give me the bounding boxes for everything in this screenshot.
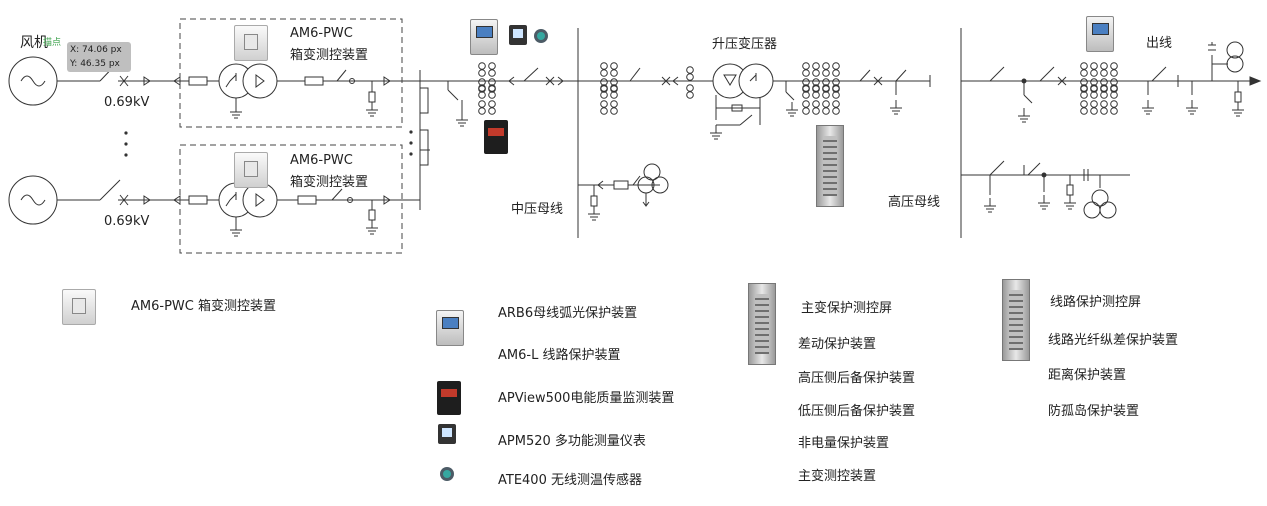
legend-am6l-label: AM6-L 线路保护装置 [498, 348, 621, 363]
legend-apview-icon [437, 381, 461, 415]
legend-am6pwc-icon [62, 289, 96, 325]
legend-line-screen-icon [1002, 279, 1030, 361]
legend-am6pwc-label: AM6-PWC 箱变测控装置 [131, 299, 276, 314]
legend-main-item: 非电量保护装置 [798, 436, 890, 451]
legend-main-item: 差动保护装置 [798, 337, 877, 352]
step-up-transformer-label: 升压变压器 [712, 37, 778, 52]
legend-line-item: 距离保护装置 [1048, 368, 1127, 383]
legend-apm520-icon [438, 424, 456, 444]
generator-icon [8, 175, 58, 225]
legend-apview-label: APView500电能质量监测装置 [498, 391, 675, 406]
temperature-sensor-icon [534, 29, 548, 43]
voltage-label-2: 0.69kV [104, 214, 150, 229]
box-device-model-1: AM6-PWC [290, 26, 353, 41]
tooltip-y: Y: 46.35 px [70, 59, 120, 69]
wind-turbine-label: 风机 [20, 35, 48, 51]
legend-apm520-label: APM520 多功能测量仪表 [498, 434, 646, 449]
high-voltage-bus-label: 高压母线 [888, 195, 941, 210]
legend-ate400-label: ATE400 无线测温传感器 [498, 473, 642, 488]
transformer-icon [712, 63, 774, 99]
legend-arb6-label: ARB6母线弧光保护装置 [498, 306, 638, 321]
coordinate-tooltip: X: 74.06 px Y: 46.35 px [67, 42, 131, 72]
relay-device-icon [470, 19, 498, 55]
box-device-model-2: AM6-PWC [290, 153, 353, 168]
box-device-name-2: 箱变测控装置 [290, 175, 369, 190]
legend-main-item: 高压侧后备保护装置 [798, 371, 916, 386]
medium-voltage-bus-label: 中压母线 [511, 202, 564, 217]
tooltip-x: X: 74.06 px [70, 45, 122, 55]
legend-main-item: 主变测控装置 [798, 469, 877, 484]
power-quality-monitor-icon [484, 120, 508, 154]
voltage-label-1: 0.69kV [104, 95, 150, 110]
box-transformer-controller-icon [234, 25, 268, 61]
relay-device-icon [1086, 16, 1114, 52]
multifunction-meter-icon [509, 25, 527, 45]
legend-main-screen-icon [748, 283, 776, 365]
legend-line-item: 线路光纤纵差保护装置 [1048, 333, 1179, 348]
legend-line-screen-title: 线路保护测控屏 [1050, 295, 1142, 310]
legend-relay-icon [436, 310, 464, 346]
protection-cabinet-icon [816, 125, 844, 207]
box-device-name-1: 箱变测控装置 [290, 48, 369, 63]
marker-label: 描点 [43, 38, 62, 48]
legend-ate400-icon [440, 467, 454, 481]
legend-main-screen-title: 主变保护测控屏 [801, 301, 893, 316]
transformer-icon [218, 63, 278, 99]
legend-main-item: 低压侧后备保护装置 [798, 404, 916, 419]
legend-line-item: 防孤岛保护装置 [1048, 404, 1140, 419]
outgoing-line-label: 出线 [1146, 36, 1173, 51]
box-transformer-controller-icon [234, 152, 268, 188]
generator-icon [8, 56, 58, 106]
transformer-icon [218, 182, 278, 218]
